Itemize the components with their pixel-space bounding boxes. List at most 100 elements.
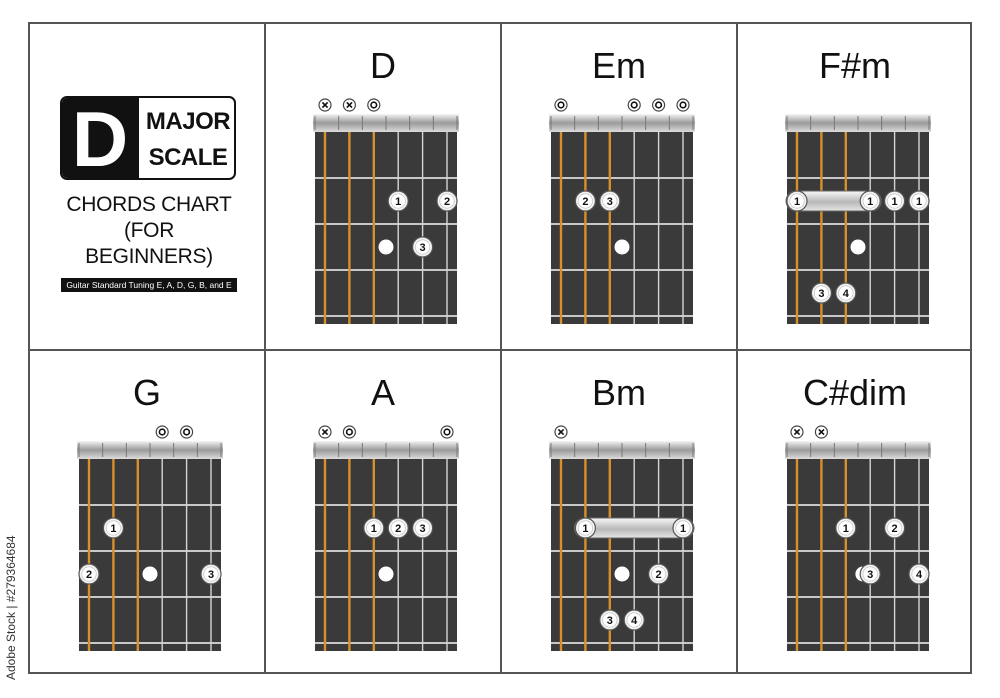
chord-name: Bm xyxy=(592,372,646,413)
finger-number: 1 xyxy=(867,196,873,208)
finger-number: 1 xyxy=(371,523,377,535)
finger-dot-inner xyxy=(911,566,927,582)
finger-number: 2 xyxy=(892,523,898,535)
subtitle-line1: CHORDS CHART xyxy=(66,193,232,216)
open-string-ring xyxy=(370,101,378,109)
finger-dot-inner xyxy=(415,239,431,255)
tuning-note: Guitar Standard Tuning E, A, D, G, B, an… xyxy=(61,278,237,292)
grid-divider xyxy=(264,24,266,672)
fret-inlay-dot xyxy=(142,566,158,582)
finger-dot-inner xyxy=(366,520,382,536)
chord-cell: G 1 2 3 xyxy=(30,351,264,674)
watermark-prefix: Adobe Stock | # xyxy=(4,595,18,680)
finger-number: 4 xyxy=(916,569,923,581)
open-string-ring xyxy=(158,428,166,436)
fretboard xyxy=(315,114,457,324)
finger-number: 3 xyxy=(867,569,873,581)
chord-name: C#dim xyxy=(802,372,908,413)
scale-label-line2: SCALE xyxy=(148,144,228,171)
finger-dot-inner xyxy=(651,566,667,582)
muted-cross xyxy=(346,101,353,109)
scale-logo: D MAJOR SCALE xyxy=(60,96,236,180)
finger-number: 2 xyxy=(395,523,401,535)
finger-number: 3 xyxy=(607,196,613,208)
finger-dot-inner xyxy=(862,193,878,209)
finger-number: 2 xyxy=(86,569,92,581)
fret-inlay-dot xyxy=(378,239,394,255)
grid-divider xyxy=(500,24,502,672)
finger-dot-inner xyxy=(626,612,642,628)
chord-name: A xyxy=(370,372,395,413)
open-string-ring xyxy=(182,428,191,436)
finger-number: 3 xyxy=(420,242,426,254)
open-string-ring xyxy=(557,101,565,109)
chord-diagram: 1 2 3 4 xyxy=(785,425,931,651)
open-string-icon xyxy=(342,425,357,439)
finger-dot-inner xyxy=(577,520,593,536)
finger-dot-inner xyxy=(81,566,97,582)
subtitle-line2: (FOR BEGINNERS) xyxy=(85,219,213,268)
open-string-icon xyxy=(155,425,169,439)
finger-dot-inner xyxy=(203,566,219,582)
subtitle: CHORDS CHART (FOR BEGINNERS) xyxy=(60,192,238,270)
muted-cross xyxy=(321,101,329,109)
finger-number: 1 xyxy=(794,196,800,208)
finger-dot-inner xyxy=(838,520,854,536)
fretboard xyxy=(79,441,221,651)
finger-number: 2 xyxy=(444,196,450,208)
chord-name: D xyxy=(370,45,396,86)
finger-dot-inner xyxy=(887,520,903,536)
finger-dot-inner xyxy=(390,520,406,536)
finger-number: 1 xyxy=(110,523,116,535)
muted-cross xyxy=(818,428,825,436)
chord-name: G xyxy=(132,372,161,413)
finger-number: 3 xyxy=(420,523,426,535)
open-string-icon xyxy=(367,98,381,112)
open-string-ring xyxy=(345,428,354,436)
finger-number: 3 xyxy=(208,569,214,581)
open-string-ring xyxy=(443,428,451,436)
open-string-ring xyxy=(679,101,687,109)
chord-name: F#m xyxy=(819,45,891,86)
finger-number: 1 xyxy=(843,523,849,535)
open-string-icon xyxy=(554,98,568,112)
fretboard xyxy=(551,114,693,324)
finger-dot-inner xyxy=(911,193,927,209)
open-string-ring xyxy=(630,101,638,109)
muted-cross xyxy=(321,428,329,436)
chord-diagram: 1 2 3 xyxy=(77,425,223,651)
finger-dot-inner xyxy=(390,193,406,209)
finger-dot-inner xyxy=(838,285,854,301)
open-string-ring xyxy=(654,101,663,109)
grid-divider xyxy=(736,24,738,672)
fretboard xyxy=(787,441,929,651)
chord-name: Em xyxy=(592,45,646,86)
barre-bar xyxy=(573,517,695,539)
chord-diagram: 1 2 3 xyxy=(313,425,459,651)
open-string-icon xyxy=(179,425,194,439)
finger-number: 4 xyxy=(631,615,638,627)
finger-number: 1 xyxy=(395,196,401,208)
title-block: D MAJOR SCALE CHORDS CHART (FOR BEGINNER… xyxy=(60,96,238,292)
open-string-icon xyxy=(440,425,454,439)
finger-number: 4 xyxy=(843,288,850,300)
finger-dot-inner xyxy=(813,285,829,301)
fret-inlay-dot xyxy=(614,239,630,255)
muted-cross xyxy=(557,428,565,436)
finger-number: 3 xyxy=(818,288,824,300)
open-string-icon xyxy=(627,98,641,112)
watermark-id: 279364684 xyxy=(4,535,18,596)
open-string-icon xyxy=(651,98,666,112)
fretboard xyxy=(551,441,693,651)
finger-dot-inner xyxy=(577,193,593,209)
finger-number: 2 xyxy=(656,569,662,581)
key-letter: D xyxy=(62,98,139,178)
finger-number: 1 xyxy=(892,196,898,208)
finger-dot-inner xyxy=(105,520,121,536)
finger-dot-inner xyxy=(862,566,878,582)
finger-number: 3 xyxy=(607,615,613,627)
